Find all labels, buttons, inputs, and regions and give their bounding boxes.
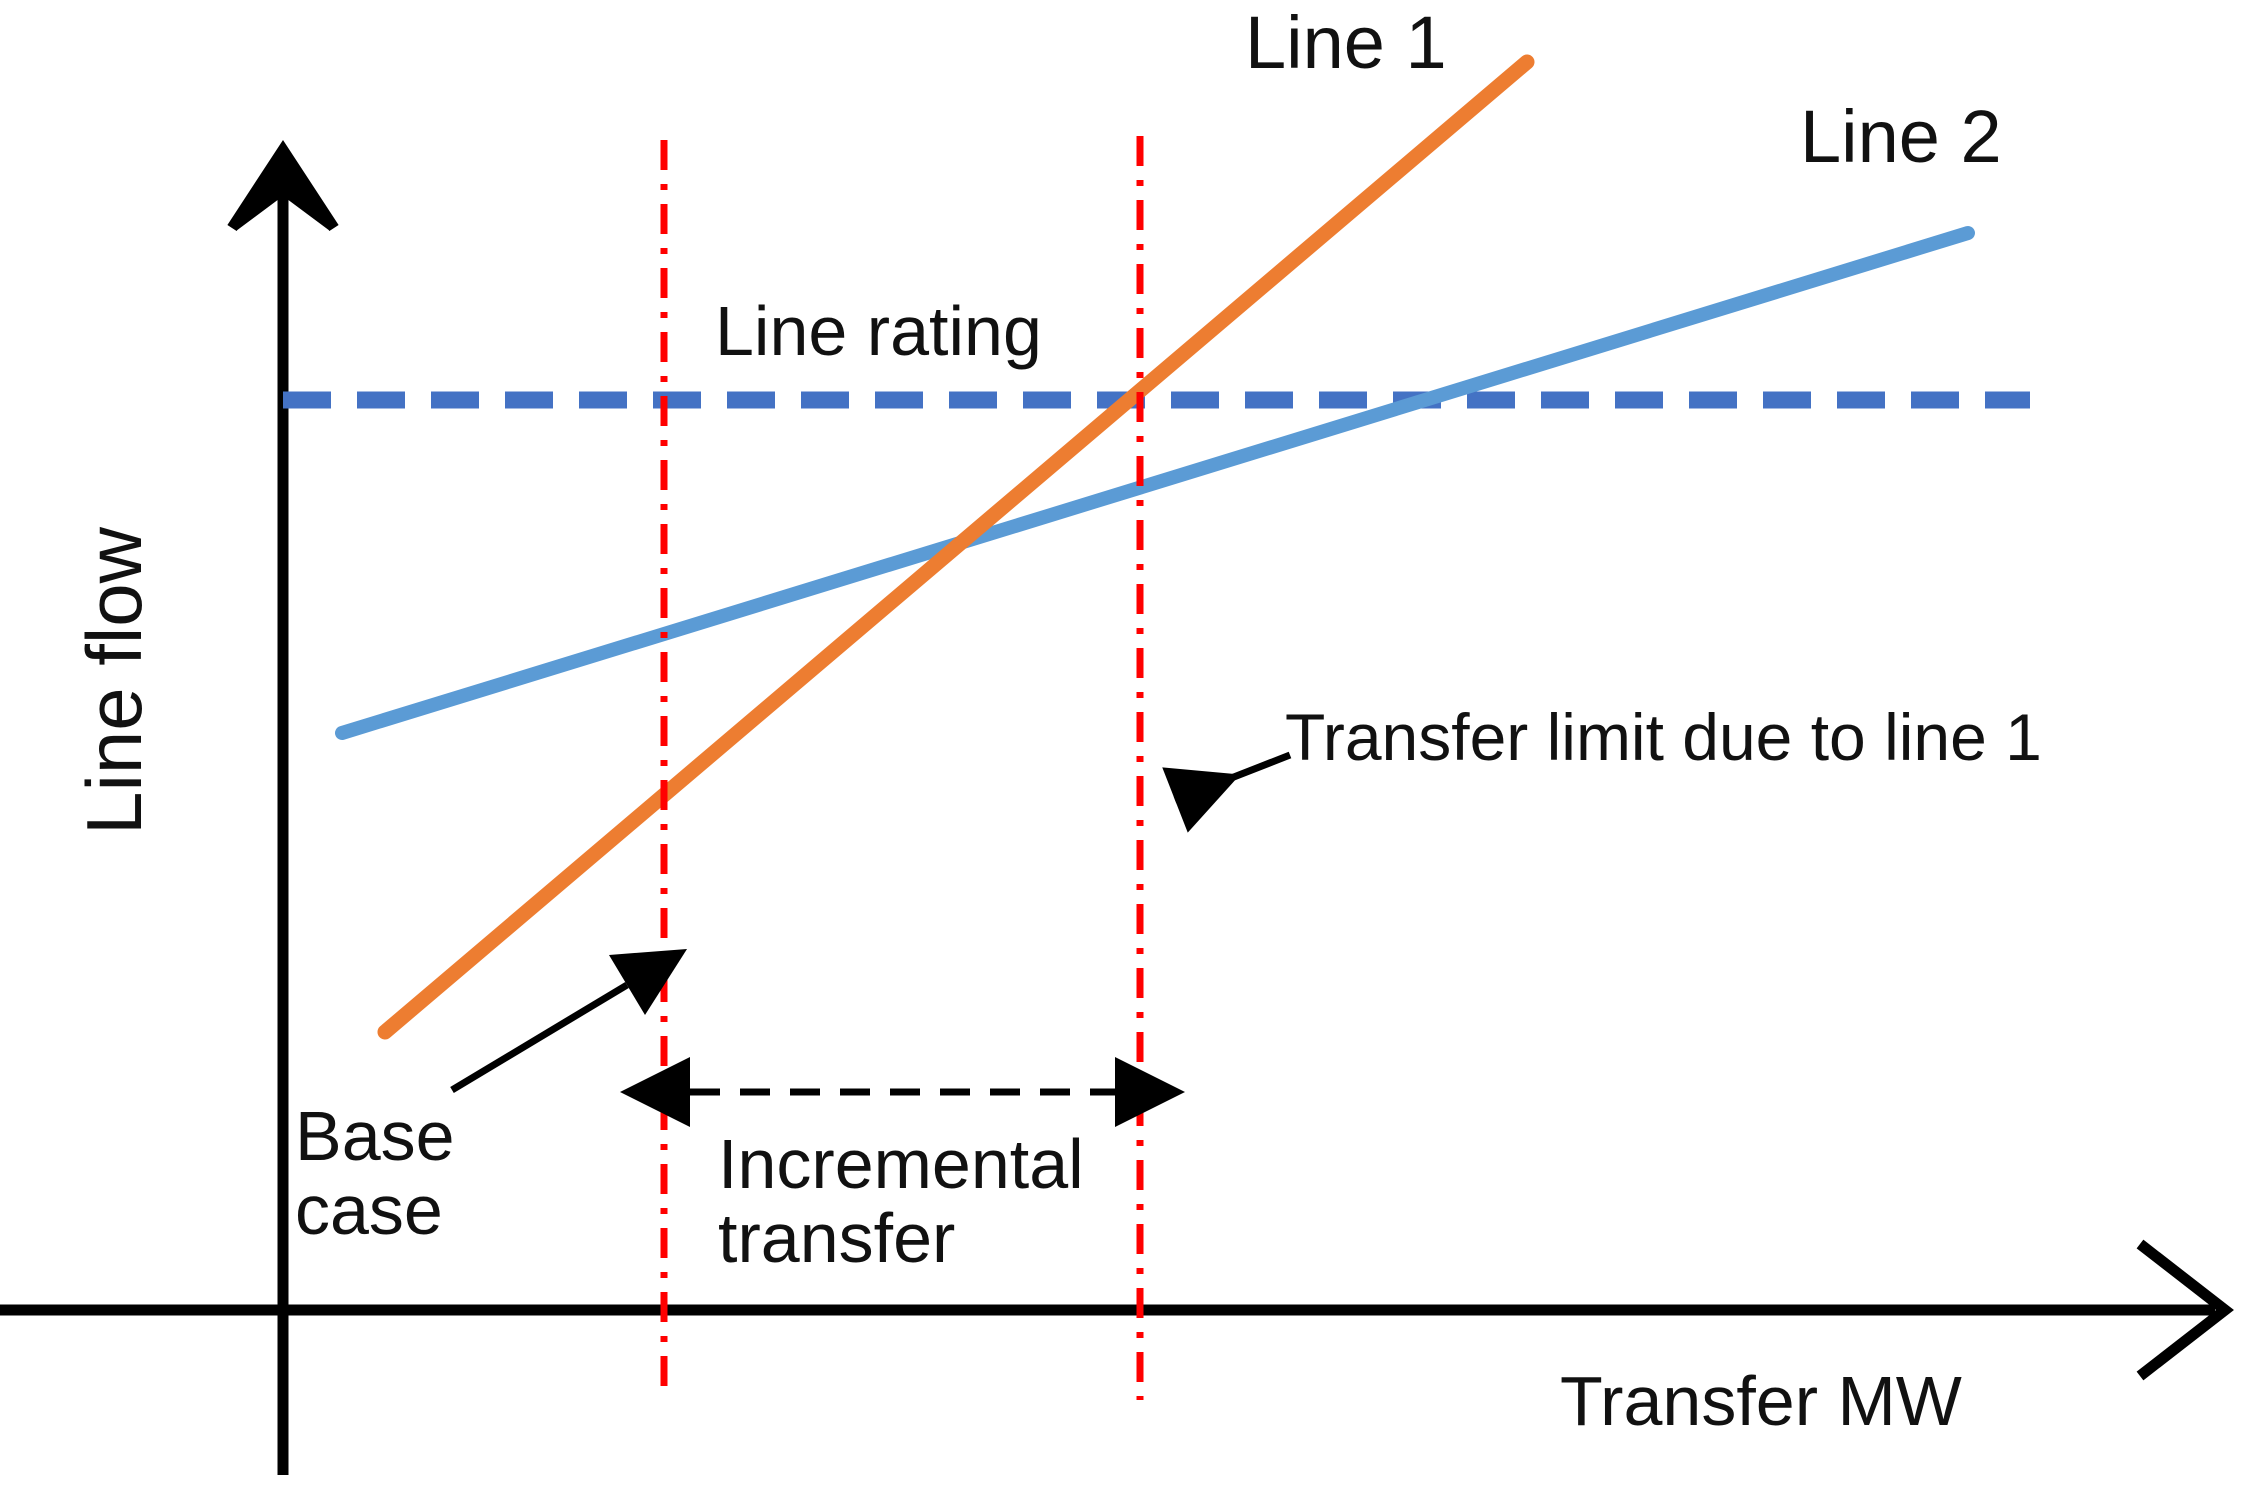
base-case-arrow — [450, 948, 688, 1094]
line-2-label: Line 2 — [1800, 95, 2002, 178]
base-case-label-line-2: case — [295, 1170, 443, 1249]
incremental-transfer-label-line-2: transfer — [718, 1198, 956, 1277]
transfer-limit-label: Transfer limit due to line 1 — [1285, 700, 2042, 774]
incremental-transfer-label: Incremental transfer — [718, 1125, 1084, 1277]
y-axis — [227, 139, 339, 1475]
x-axis — [0, 1239, 2234, 1381]
base-case-label-line-1: Base — [295, 1097, 455, 1175]
y-axis-label: Line flow — [70, 527, 159, 835]
transfer-limit-arrow — [1162, 751, 1292, 833]
line-1-series — [377, 54, 1535, 1040]
line-2-series — [335, 226, 1975, 740]
line-rating-label: Line rating — [715, 292, 1042, 370]
line-1-label: Line 1 — [1245, 1, 1447, 84]
base-case-label: Base case — [295, 1097, 455, 1249]
incremental-transfer-label-line-1: Incremental — [718, 1125, 1084, 1203]
x-axis-label: Transfer MW — [1560, 1362, 1962, 1440]
